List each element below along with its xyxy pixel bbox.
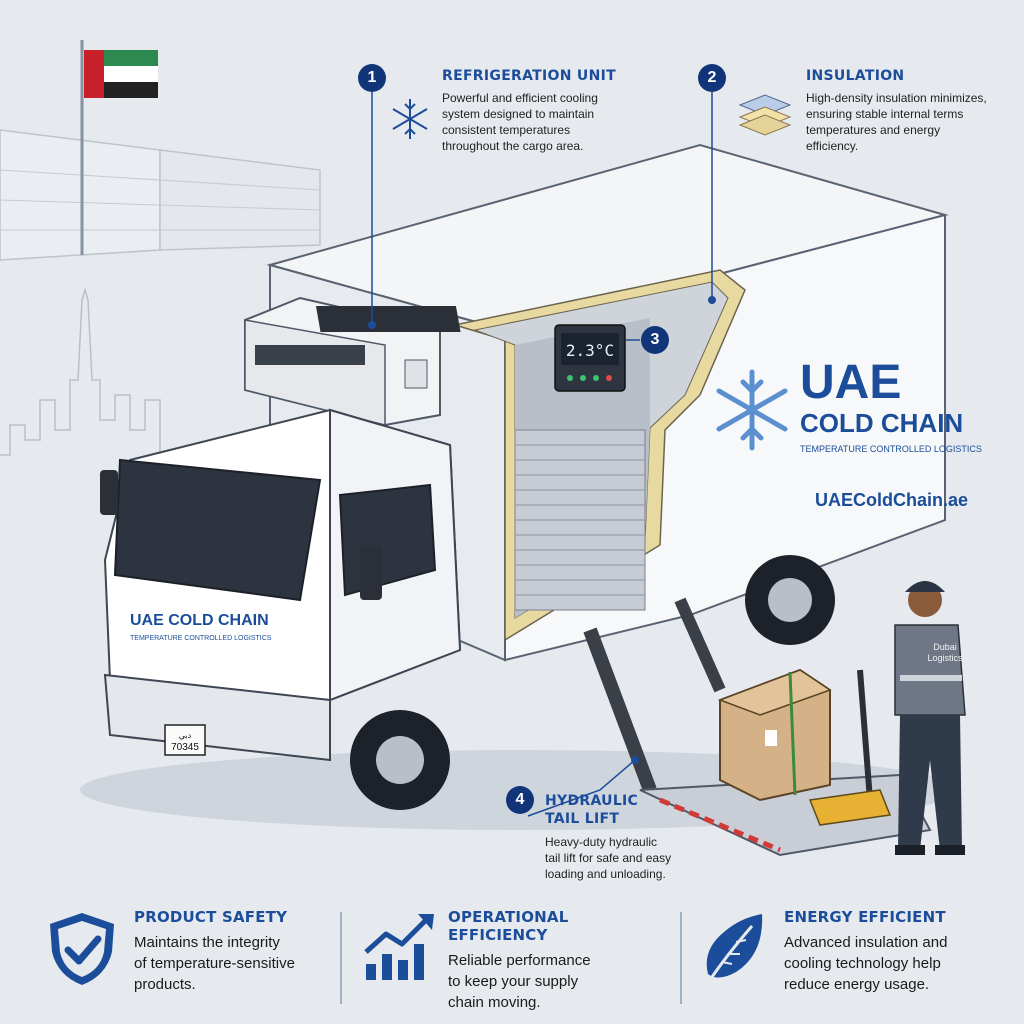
pallet-jack [808,669,892,826]
callout-insulation: INSULATION High-density insulation minim… [806,68,1016,154]
benefit-description: Advanced insulation and cooling technolo… [784,932,1004,995]
brand-name-line2: COLD CHAIN [800,408,963,438]
leader-dots [368,296,716,764]
benefit-line: Maintains the integrity [134,934,280,951]
truck-cab [100,408,462,762]
cargo-crate [717,668,832,802]
worker-shirt-line1: Dubai [933,642,957,652]
callout-refrigeration-unit: REFRIGERATION UNIT Powerful and efficien… [442,68,672,154]
benefit-title: ENERGY EFFICIENT [784,908,946,926]
cutaway-interior [454,269,746,642]
insulation-layers-icon [738,94,792,136]
callout-badge-3: 3 [641,326,669,354]
brand-tagline: TEMPERATURE CONTROLLED LOGISTICS [800,444,982,454]
callout-line: ensuring stable internal terms [806,107,964,121]
cab-brand-tagline: TEMPERATURE CONTROLLED LOGISTICS [130,635,272,642]
callout-line: efficiency. [806,139,859,153]
leader-lines [371,92,713,817]
brand-name-line1: UAE [800,356,901,409]
callout-line: loading and unloading. [545,867,666,881]
worker-shirt-line2: Logistics [927,653,963,663]
benefit-description: Maintains the integrity of temperature-s… [134,932,334,995]
callout-description: Powerful and efficient cooling system de… [442,90,672,154]
benefit-operational-efficiency: OPERATIONAL EFFICIENCY Reliable performa… [448,908,668,1013]
background-building [0,129,321,261]
benefit-line: cooling technology help [784,955,941,972]
callout-badge-1: 1 [358,64,386,92]
callout-description: High-density insulation minimizes, ensur… [806,90,1016,154]
benefit-product-safety: PRODUCT SAFETY Maintains the integrity o… [134,908,334,995]
benefits-strip: PRODUCT SAFETY Maintains the integrity o… [0,890,1024,1024]
callout-title-line: TAIL LIFT [545,811,620,827]
benefit-energy-efficient: ENERGY EFFICIENT Advanced insulation and… [784,908,1004,995]
plate-number: 70345 [171,742,199,753]
callout-hydraulic-tail-lift: HYDRAULIC TAIL LIFT Heavy-duty hydraulic… [545,792,745,882]
flag-pole [80,40,158,255]
benefit-line: Advanced insulation and [784,934,948,951]
callout-description: Heavy-duty hydraulic tail lift for safe … [545,834,745,882]
benefit-line: reduce energy usage. [784,976,930,993]
callout-badge-2: 2 [698,64,726,92]
benefit-divider [340,912,342,1004]
callout-line: system designed to maintain [442,107,595,121]
callout-line: tail lift for safe and easy [545,851,672,865]
brand-snowflake-icon [716,369,788,451]
shield-check-icon [50,913,114,985]
callout-line: temperatures and energy [806,123,941,137]
callout-title-line: HYDRAULIC [545,793,639,809]
refrigeration-unit [244,296,461,427]
cab-brand-name: UAE COLD CHAIN [130,612,269,629]
roller-door [514,429,646,611]
callout-title: REFRIGERATION UNIT [442,68,616,84]
city-skyline [0,287,230,456]
benefit-line: products. [134,976,196,993]
benefit-line: of temperature-sensitive [134,955,295,972]
growth-chart-icon [364,914,434,980]
temperature-display [554,324,626,392]
benefit-line: Reliable performance [448,952,591,969]
temperature-readout: 2.3°C [566,341,614,360]
benefit-line: chain moving. [448,994,541,1011]
benefit-title: PRODUCT SAFETY [134,908,288,926]
benefit-line: to keep your supply [448,973,579,990]
brand-website: UAEColdChain.ae [815,490,968,510]
plate-emirate: دبي [179,731,192,740]
callout-line: Powerful and efficient cooling [442,91,598,105]
callout-title: INSULATION [806,68,905,84]
benefit-description: Reliable performance to keep your supply… [448,950,668,1013]
snowflake-icon [392,99,428,139]
callout-badge-4: 4 [506,786,534,814]
truck-wheels [350,555,835,810]
benefit-title: OPERATIONAL EFFICIENCY [448,908,569,944]
leaf-icon [706,914,763,981]
callout-line: throughout the cargo area. [442,139,584,153]
callout-line: Heavy-duty hydraulic [545,835,658,849]
callout-title: HYDRAULIC TAIL LIFT [545,792,745,828]
worker [894,581,966,855]
callout-line: High-density insulation minimizes, [806,91,987,105]
callout-line: consistent temperatures [442,123,571,137]
benefit-divider [680,912,682,1004]
